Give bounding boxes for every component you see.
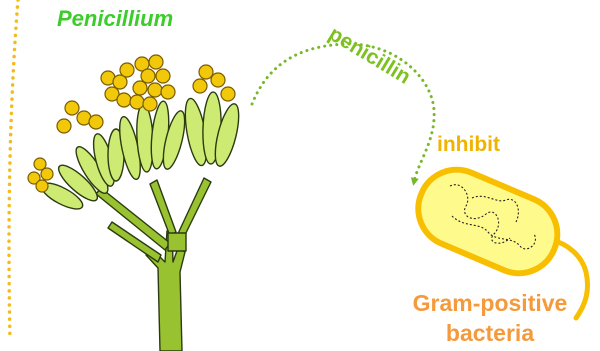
bacterium-cell (406, 158, 569, 285)
action-label: inhibit (437, 134, 500, 155)
boundary-dotted-line (9, 0, 18, 340)
organism-label: Penicillium (57, 8, 173, 30)
target-label: Gram-positive bacteria (380, 288, 600, 348)
target-label-line-1: Gram-positive (380, 288, 600, 318)
stalk-node (168, 233, 186, 251)
conidiophore-stalks (96, 178, 211, 351)
penicillium-mould-illustration (28, 55, 243, 351)
target-label-line-2: bacteria (380, 318, 600, 348)
